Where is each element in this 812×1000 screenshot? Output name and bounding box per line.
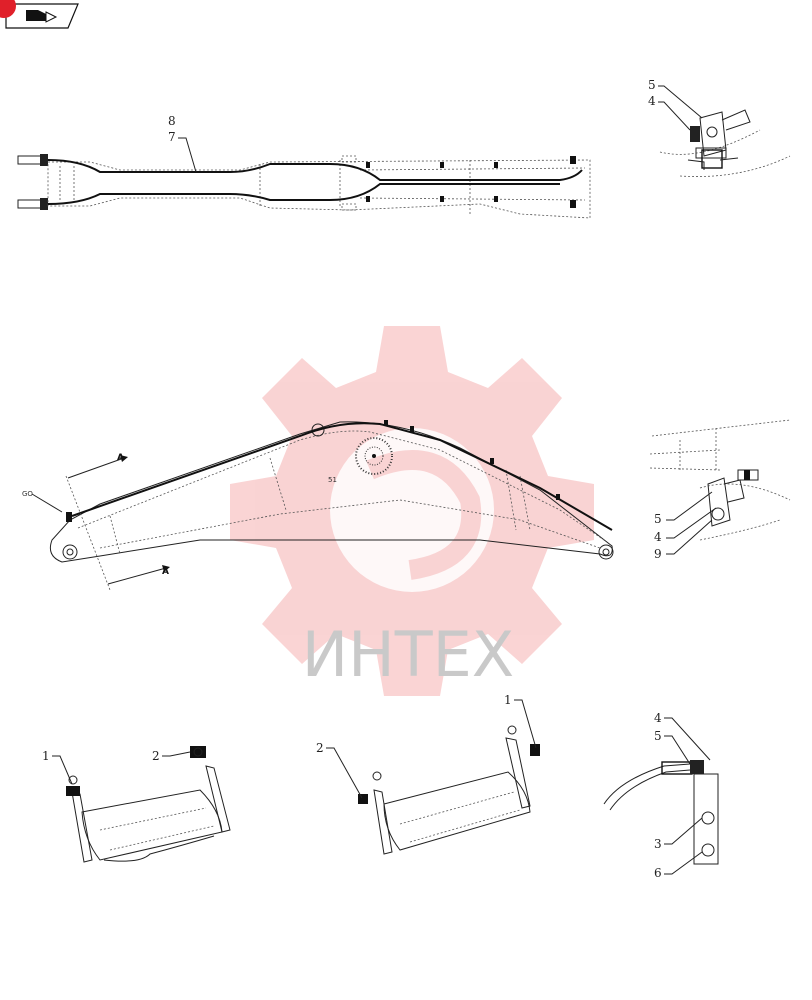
callout-5: 5 — [648, 78, 656, 92]
detail-mid-right — [649, 419, 791, 541]
leader-line-7 — [178, 137, 197, 173]
watermark — [230, 326, 594, 696]
callout-4: 4 — [648, 94, 656, 108]
callout-1: 1 — [504, 693, 512, 707]
boom-labels: A A GO 51 — [22, 453, 337, 577]
callout-1: 1 — [42, 749, 50, 763]
callout-7: 7 — [168, 130, 176, 144]
end-label: GO — [22, 490, 33, 498]
callout-2: 2 — [152, 749, 160, 763]
detail-top-right — [659, 109, 791, 177]
back-arrow-icon — [26, 10, 58, 23]
top-view-drawing — [17, 154, 591, 219]
detail-top-right-callouts: 5 4 — [648, 78, 703, 131]
bottom-middle-callouts: 2 1 — [316, 693, 537, 799]
callout-6: 6 — [654, 866, 662, 880]
back-nav-button[interactable] — [0, 0, 79, 29]
bottom-left-callouts: 1 2 — [42, 749, 191, 785]
top-view-callouts: 8 7 — [168, 114, 197, 173]
callout-5: 5 — [654, 729, 662, 743]
bottom-right-callouts: 4 5 3 6 — [654, 711, 711, 880]
watermark-text: ИНТЕХ — [302, 618, 515, 691]
section-label-a-bottom: A — [162, 567, 169, 577]
callout-4: 4 — [654, 530, 662, 544]
callout-3: 3 — [654, 837, 662, 851]
boom-side-view — [49, 420, 614, 591]
gear-watermark-icon — [230, 326, 594, 696]
left-fittings — [17, 154, 48, 210]
mid-label: 51 — [328, 476, 337, 484]
callout-2: 2 — [316, 741, 324, 755]
callout-8: 8 — [168, 114, 176, 128]
section-arrow-bottom — [107, 567, 167, 585]
bottom-left-bracket — [66, 746, 231, 863]
callout-4: 4 — [654, 711, 662, 725]
bottom-middle-bracket — [358, 725, 540, 855]
section-arrow-top — [67, 457, 125, 479]
callout-5: 5 — [654, 512, 662, 526]
red-badge — [0, 0, 16, 18]
callout-9: 9 — [654, 547, 662, 561]
section-label-a-top: A — [117, 453, 124, 463]
detail-mid-right-callouts: 5 4 9 — [654, 491, 717, 561]
bottom-right-detail — [603, 760, 719, 865]
